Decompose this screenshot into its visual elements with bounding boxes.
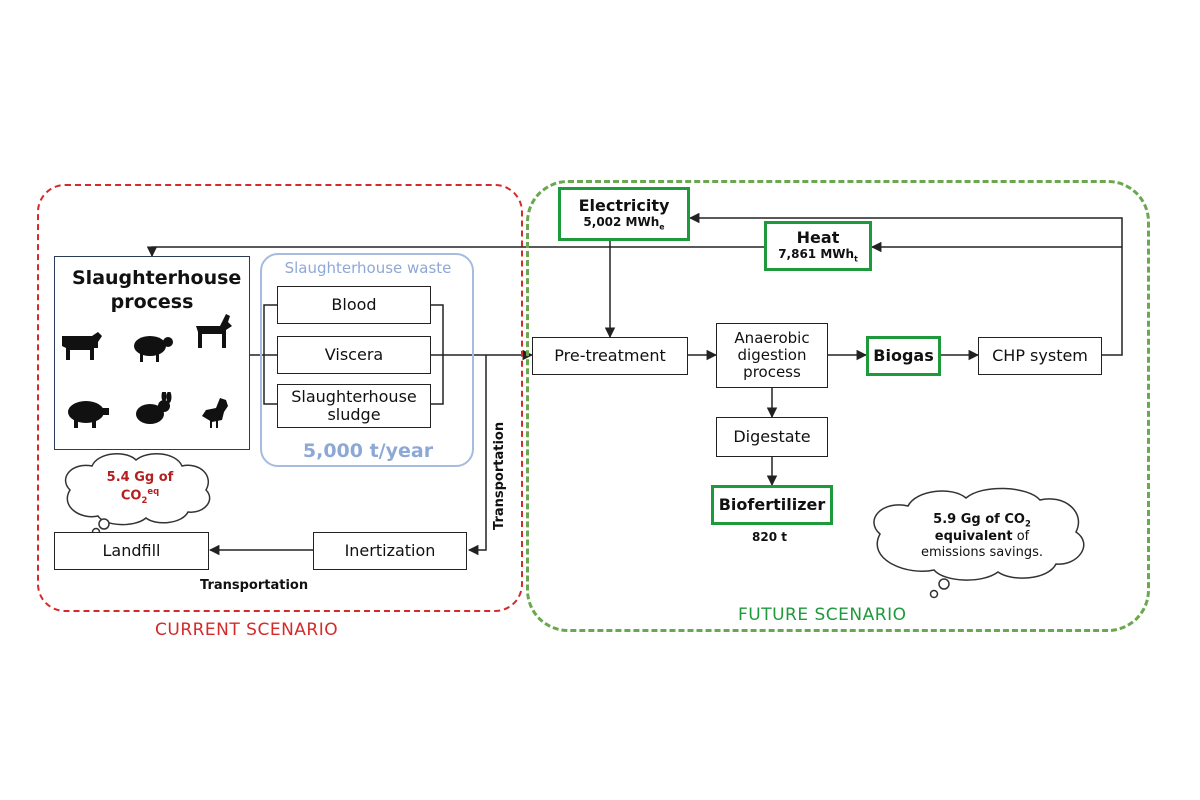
waste-amount: 5,000 t/year [302, 440, 434, 462]
pretreatment-box: Pre-treatment [532, 337, 688, 375]
chp-system-label: CHP system [992, 346, 1088, 366]
heat-box: Heat 7,861 MWht [764, 221, 872, 271]
chicken-icon [202, 398, 228, 428]
digestate-label: Digestate [733, 427, 811, 447]
heat-to-process-line [146, 246, 764, 258]
current-emissions-value: 5.4 Gg of [106, 470, 174, 485]
electricity-value: 5,002 MWhe [583, 215, 665, 232]
biofertilizer-amount: 820 t [752, 530, 787, 544]
waste-to-inertization-line [467, 355, 487, 556]
waste-item-viscera: Viscera [277, 336, 431, 374]
waste-item-blood: Blood [277, 286, 431, 324]
slaughterhouse-waste-title: Slaughterhouse waste [284, 259, 452, 277]
slaughterhouse-process-label: Slaughterhouse process [72, 267, 242, 313]
biofertilizer-box: Biofertilizer [711, 485, 833, 525]
biogas-box: Biogas [866, 336, 941, 376]
cow-icon [62, 332, 102, 360]
digestate-box: Digestate [716, 417, 828, 457]
future-scenario-region [526, 180, 1150, 632]
pig-icon [68, 401, 109, 428]
slaughterhouse-waste-group [260, 253, 474, 467]
anaerobic-label: Anaerobic digestion process [734, 328, 810, 382]
savings-line-2: equivalent of [934, 529, 1030, 545]
transportation-vertical-label: Transportation [492, 421, 507, 530]
goat-icon [196, 314, 232, 348]
savings-text: 5.9 Gg of CO2 equivalent of emissions sa… [892, 512, 1072, 562]
pretreatment-label: Pre-treatment [554, 346, 666, 366]
savings-line-1: 5.9 Gg of CO2 [933, 512, 1031, 529]
current-scenario-label: CURRENT SCENARIO [155, 620, 339, 640]
current-scenario-region [37, 184, 523, 612]
future-scenario-label: FUTURE SCENARIO [738, 605, 907, 625]
current-emissions-text: 5.4 Gg of CO2eq [92, 470, 188, 506]
inertization-label: Inertization [344, 541, 436, 561]
heat-value: 7,861 MWht [778, 247, 858, 264]
waste-left-bracket [263, 304, 278, 405]
chp-to-electricity-line [688, 212, 1123, 356]
transportation-horizontal-label: Transportation [200, 578, 309, 593]
sheep-icon [134, 336, 173, 362]
waste-item-label: Slaughterhouse sludge [291, 387, 417, 424]
chp-system-box: CHP system [978, 337, 1102, 375]
biofertilizer-label: Biofertilizer [718, 495, 826, 515]
waste-item-label: Viscera [324, 345, 384, 365]
waste-item-label: Blood [331, 295, 377, 315]
savings-line-3: emissions savings. [921, 545, 1043, 561]
anaerobic-box: Anaerobic digestion process [716, 323, 828, 388]
landfill-label: Landfill [102, 541, 161, 561]
biogas-label: Biogas [873, 346, 934, 366]
waste-item-sludge: Slaughterhouse sludge [277, 384, 431, 428]
current-emissions-unit: CO2eq [120, 486, 160, 506]
heat-title: Heat [796, 228, 840, 248]
electricity-title: Electricity [578, 196, 670, 216]
savings-cloud-future [873, 487, 1085, 599]
rabbit-icon [136, 392, 172, 424]
electricity-box: Electricity 5,002 MWhe [558, 187, 690, 241]
inertization-box: Inertization [313, 532, 467, 570]
landfill-box: Landfill [54, 532, 209, 570]
